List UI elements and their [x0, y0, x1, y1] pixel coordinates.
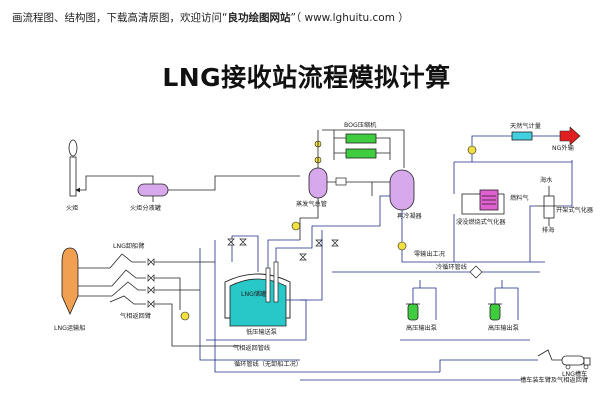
lng-unloading-arm-label: LNG卸船臂	[113, 242, 144, 250]
gas-meter-label: 天然气计量	[510, 122, 541, 130]
bog-heater	[335, 177, 347, 186]
seawater-label: 海水	[540, 176, 553, 184]
hp-pump-2	[488, 303, 502, 321]
truck-arm-label: 槽车装车臂及气相返回臂	[520, 376, 588, 384]
lng-storage-tank	[224, 261, 291, 327]
flare-stack	[68, 139, 78, 197]
site-banner: 画流程图、结构图，下载高清原图，欢迎访问“良功绘图网站”（ www.lghuit…	[12, 10, 409, 25]
orv-label: 开架式气化器	[556, 206, 594, 214]
cold-circ-line-label: 冷循环管线	[436, 263, 467, 271]
bog-compressor-2	[345, 148, 377, 159]
flare-ko-drum	[137, 183, 169, 197]
tank-yellow-valve	[291, 221, 301, 231]
bog-header-label: 蒸发气总管	[296, 200, 327, 208]
cold-circ-valve	[469, 265, 483, 279]
recondenser-yellow-valve	[397, 241, 407, 251]
hp-pump-1	[406, 303, 420, 321]
drain-label: 排海	[542, 226, 554, 234]
submerged-combustion-vaporizer	[461, 189, 505, 215]
export-yellow-valve	[467, 145, 477, 155]
hp-pump-1-label: 高压输出泵	[406, 324, 437, 332]
banner-suffix: ”（ www.lghuitu.com ）	[290, 12, 409, 24]
bog-ko-drum	[308, 167, 328, 199]
lng-truck	[561, 355, 591, 370]
fuel-gas-label: 燃料气	[510, 194, 529, 202]
vapor-return-line-label: 气相返回管线	[233, 344, 270, 352]
flare-ko-drum-label: 火炬分液罐	[130, 204, 161, 212]
flare-label: 火炬	[66, 204, 78, 212]
recondenser-label: 再冷凝器	[397, 212, 423, 220]
unloading-yellow-valve	[180, 311, 190, 321]
ng-export-arrow	[559, 126, 581, 146]
lng-carrier-label: LNG运输船	[54, 324, 85, 332]
banner-prefix: 画流程图、结构图，下载高清原图，欢迎访问“	[12, 12, 228, 24]
bog-compressor-1	[345, 133, 377, 144]
tank-valves	[227, 238, 339, 261]
vapor-return-arm-label: 气相返回臂	[120, 312, 151, 320]
zero-export-label: 零输出工况	[414, 250, 445, 258]
page-title: LNG接收站流程模拟计算	[162, 63, 451, 92]
gas-meter	[511, 131, 533, 141]
bog-compressor-label: BOG压缩机	[344, 121, 377, 129]
arm-valves	[147, 258, 155, 308]
recondenser	[389, 169, 415, 211]
lng-tank-label: LNG储罐	[241, 290, 266, 298]
banner-site-name[interactable]: 良功绘图网站	[227, 12, 291, 24]
lng-truck-label: LNG槽车	[562, 370, 587, 378]
hp-pump-2-label: 高压输出泵	[488, 324, 519, 332]
circulation-line-label: 循环管线（无卸船工况）	[234, 360, 302, 368]
lp-pump-label: 低压输送泵	[246, 328, 277, 336]
scv-label: 浸没燃烧式气化器	[456, 218, 506, 226]
ng-export-label: NG外输	[552, 144, 575, 152]
unloading-arms	[109, 253, 146, 305]
lng-carrier-vessel	[61, 247, 79, 315]
